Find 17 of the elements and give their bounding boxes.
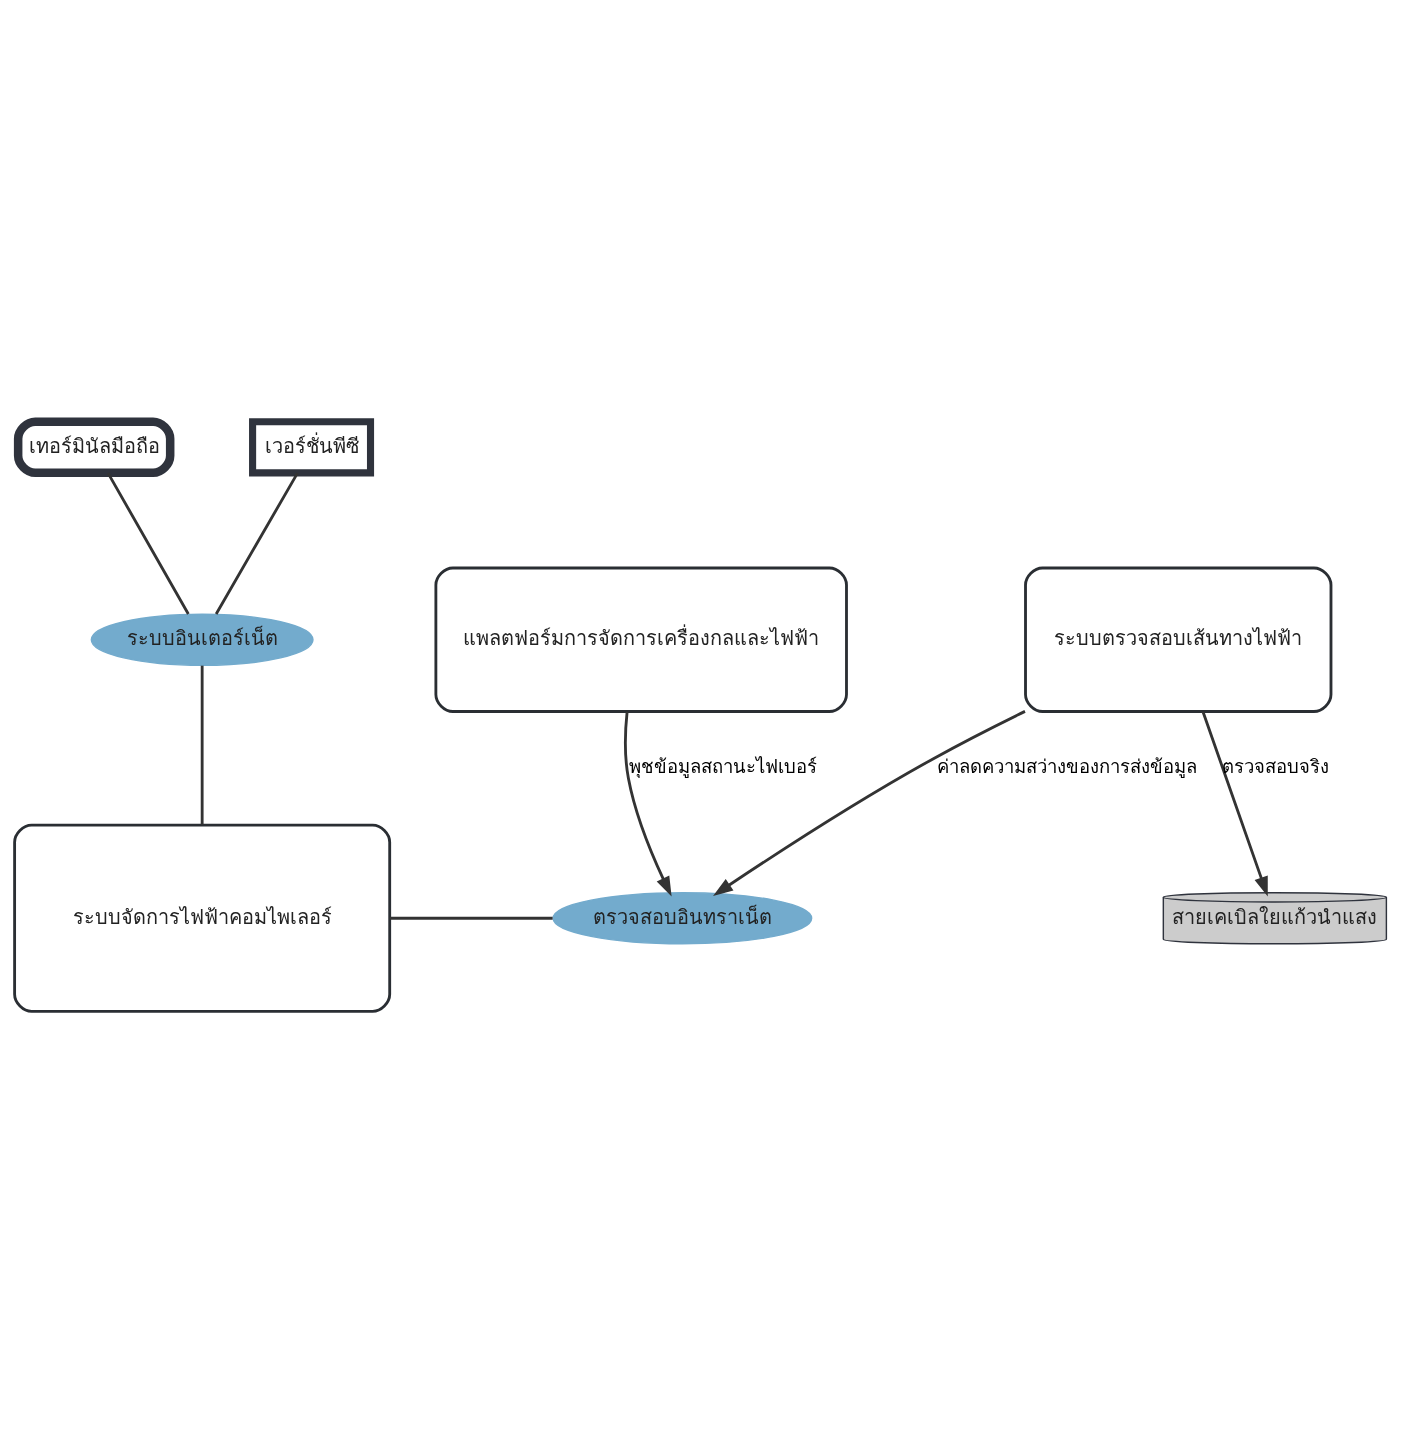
node-ellipse: ระบบอินเตอร์เน็ต — [90, 613, 314, 667]
node-box: เทอร์มินัลมือถือ — [13, 417, 175, 478]
node-box: แพลตฟอร์มการจัดการเครื่องกลและไฟฟ้า — [434, 566, 848, 713]
edge-label: พุชข้อมูลสถานะไฟเบอร์ — [628, 756, 817, 778]
edge-label: ค่าลดความสว่างของการส่งข้อมูล — [936, 756, 1197, 778]
connector — [214, 472, 299, 615]
connector — [389, 916, 553, 920]
edge-label: ตรวจสอบจริง — [1222, 756, 1330, 778]
node-box: ระบบตรวจสอบเส้นทางไฟฟ้า — [1024, 566, 1333, 713]
arrow — [713, 710, 1026, 896]
node-ellipse: ตรวจสอบอินทราเน็ต — [552, 891, 813, 945]
arrow — [623, 711, 672, 897]
node-box: ระบบจัดการไฟฟ้าคอมไพเลอร์ — [13, 823, 392, 1013]
connector — [106, 472, 190, 615]
arrow — [1201, 711, 1268, 897]
connector — [200, 665, 204, 825]
node-box: เวอร์ชั่นพีซี — [249, 418, 375, 477]
